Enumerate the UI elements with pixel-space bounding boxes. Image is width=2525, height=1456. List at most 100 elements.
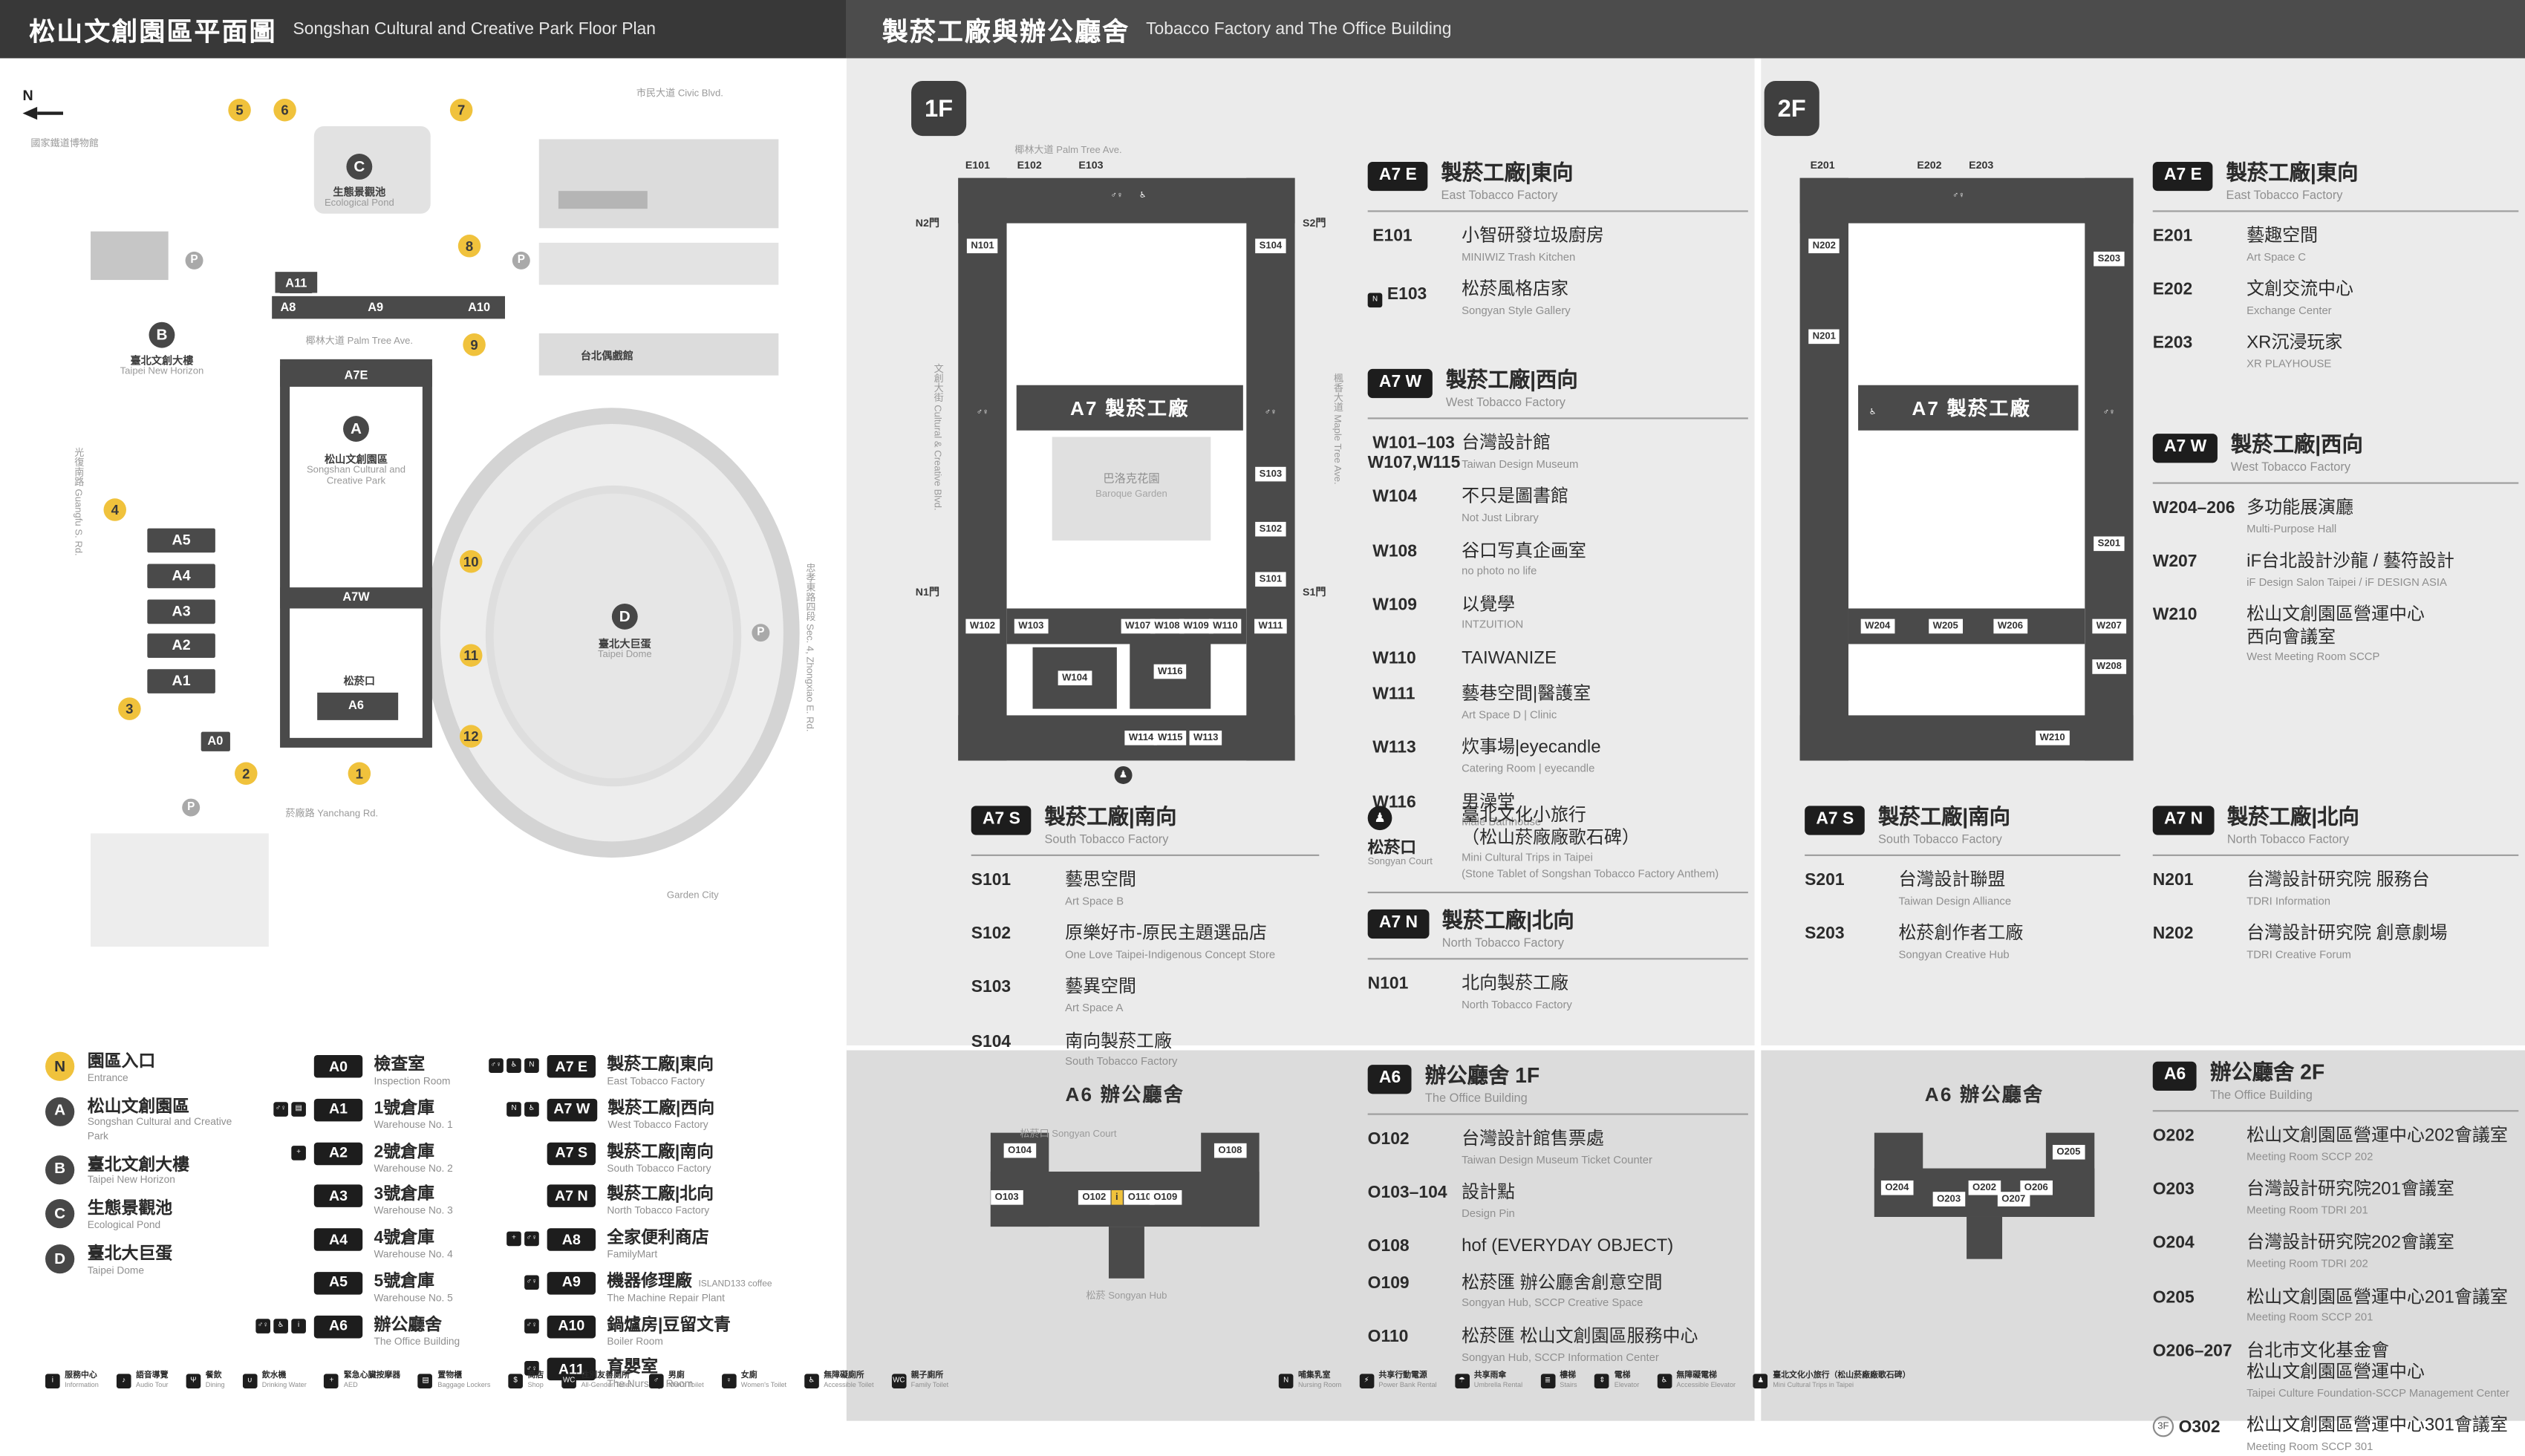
area-marker: N (45, 1051, 75, 1081)
section-title-en: South Tobacco Factory (1044, 832, 1169, 847)
legend-item: W110 TAIWANIZE (1368, 648, 1748, 670)
room-name-zh: TAIWANIZE (1462, 648, 1557, 668)
room-name-en: Art Space B (1065, 895, 1124, 907)
building-name-zh: 檢查室 (374, 1055, 426, 1075)
room-name-en: TDRI Creative Forum (2247, 949, 2351, 961)
center-band (1858, 385, 2079, 431)
room-code: O203 (1932, 1192, 1965, 1207)
room-name-en: Meeting Room SCCP 202 (2247, 1151, 2374, 1163)
building-name-zh: 3號倉庫 (374, 1185, 434, 1205)
room-name-en: Multi-Purpose Hall (2247, 523, 2337, 535)
facility-en: Audio Tour (135, 1380, 169, 1388)
legend-item: O110 松菸匯 松山文創園區服務中心 Songyan Hub, SCCP In… (1368, 1328, 1748, 1366)
legend-entry: + A2 2號倉庫 Warehouse No. 2 (240, 1141, 460, 1176)
map-label: 忠孝東路四段 Sec. 4, Zhongxiao E. Rd. (804, 563, 814, 732)
room-name-en: Not Just Library (1462, 512, 1539, 524)
legend-entry: B 臺北文創大樓 Taipei New Horizon (45, 1155, 236, 1189)
left-header: 松山文創園區平面圖 Songshan Cultural and Creative… (0, 0, 847, 59)
section-a7s-2f: A7 S 製菸工廠|南向 South Tobacco Factory S201 … (1805, 805, 2121, 963)
building-label: A7W (336, 587, 377, 607)
entrance-number-marker: 2 (235, 762, 258, 786)
facility-icon: ♂ (648, 1373, 664, 1388)
room-code: W206 (1993, 618, 2027, 634)
section-badge: A7 E (1367, 161, 1429, 191)
facility-icon: ♀ (721, 1373, 737, 1388)
facility-icon: WC (561, 1373, 576, 1388)
map-block-b-building (91, 231, 169, 281)
facility-legend-item: ⚡ 共享行動電源 Power Bank Rental (1359, 1371, 1437, 1389)
room-code: W210 (2152, 606, 2197, 626)
facility-icon: ▤ (418, 1373, 433, 1388)
area-name-zh: 臺北大巨蛋 (87, 1244, 173, 1264)
facility-zh: 置物櫃 (437, 1371, 463, 1381)
aed-icon: + (506, 1231, 521, 1247)
plan-1f-title: A7 製菸工廠 (1069, 397, 1190, 420)
map-block (538, 242, 779, 285)
section-badge: A7 S (1805, 806, 1866, 835)
garden-label-en: Baroque Garden (1095, 490, 1167, 500)
gate-label: S1門 (1303, 587, 1326, 599)
section-title-en: East Tobacco Factory (1441, 188, 1558, 203)
right-header: 製菸工廠與辦公廳舍 Tobacco Factory and The Office… (846, 0, 2525, 59)
room-name-zh: XR沉浸玩家 (2247, 333, 2343, 354)
area-marker: A (45, 1097, 75, 1126)
legend-entry: ♂♀▤ A1 1號倉庫 Warehouse No. 1 (240, 1098, 460, 1132)
legend-item: S203 松菸創作者工廠 Songyan Creative Hub (1805, 924, 2120, 963)
map-label: Taipei Dome (597, 650, 652, 661)
room-code: W110 (1372, 648, 1416, 668)
facility-icon: ⇕ (1594, 1373, 1610, 1388)
facility-icon: + (324, 1373, 339, 1388)
room-code: W110 (1208, 618, 1242, 634)
room-code: O102 (1367, 1129, 1410, 1150)
room-code: O103 (991, 1190, 1023, 1205)
legend-entry: N 園區入口 Entrance (45, 1051, 236, 1086)
room-name-en: Design Pin (1462, 1208, 1515, 1220)
section-badge: A6 (1367, 1065, 1413, 1094)
section-badge: A7 S (971, 806, 1032, 835)
facility-icon: ♿ (1657, 1373, 1672, 1388)
facility-legend-item: $ 商店 Shop (508, 1371, 544, 1389)
room-name-zh: iF台北設計沙龍 / 藝符設計 (2247, 552, 2454, 572)
room-name-zh: 松山文創園區營運中心201會議室 (2247, 1287, 2508, 1308)
room-name-zh: 藝巷空間|醫護室 (1462, 685, 1591, 705)
floor-2f-badge: 2F (1764, 80, 1819, 137)
room-name-zh: 設計點 (1462, 1184, 1516, 1204)
section-title-en: The Office Building (2209, 1088, 2313, 1103)
map-label: 臺北文創大樓 (130, 356, 194, 368)
accessible-icon: ♿ (506, 1058, 521, 1074)
room-name-zh: 台灣設計研究院 服務台 (2247, 871, 2430, 891)
building-name-zh: 5號倉庫 (374, 1271, 434, 1291)
toilet-icon: ♂♀ (524, 1318, 539, 1333)
legend-item: O103–104 設計點 Design Pin (1368, 1184, 1748, 1222)
area-name-en: Entrance (87, 1072, 128, 1084)
room-code: E101 (1372, 226, 1413, 247)
facility-strip-right: N 哺集乳室 Nursing Room ⚡ 共享行動電源 Power Bank … (1278, 1371, 1929, 1389)
room-name-en: Taipei Culture Foundation-SCCP Managemen… (2247, 1388, 2509, 1400)
room-code: E103 (1078, 160, 1104, 172)
legend-item: S103 藝異空間 Art Space A (971, 978, 1320, 1016)
room-code: W108 (1150, 618, 1184, 634)
facility-icon: WC (891, 1373, 907, 1388)
room-name-en: Meeting Room SCCP 301 (2247, 1441, 2374, 1453)
building-name-zh: 全家便利商店 (607, 1228, 709, 1248)
room-name-en: One Love Taipei-Indigenous Concept Store (1065, 949, 1276, 961)
room-code: S101 (1255, 572, 1286, 587)
section-title-zh: 製菸工廠|北向 (2226, 804, 2359, 829)
section-title-en: South Tobacco Factory (1877, 832, 2002, 847)
room-name-zh: 松菸匯 辦公廳舍創意空間 (1462, 1273, 1663, 1293)
wall (1799, 177, 1848, 761)
map-block (91, 833, 269, 947)
room-code: W104 (1372, 487, 1418, 508)
legend-item: S104 南向製菸工廠 South Tobacco Factory (971, 1031, 1320, 1070)
room-code: O109 (1367, 1273, 1410, 1293)
court-item-en: Mini Cultural Trips in Taipei (1462, 852, 1593, 864)
pictogram-icon: ♂♀ (1264, 408, 1277, 418)
building-name-en: Warehouse No. 4 (374, 1249, 453, 1261)
facility-en: Baggage Lockers (437, 1380, 491, 1388)
room-code: W111 (1254, 618, 1287, 634)
building-badge: A1 (313, 1098, 363, 1121)
left-title-zh: 松山文創園區平面圖 (29, 19, 277, 48)
entrance-number-marker: 1 (348, 762, 371, 786)
